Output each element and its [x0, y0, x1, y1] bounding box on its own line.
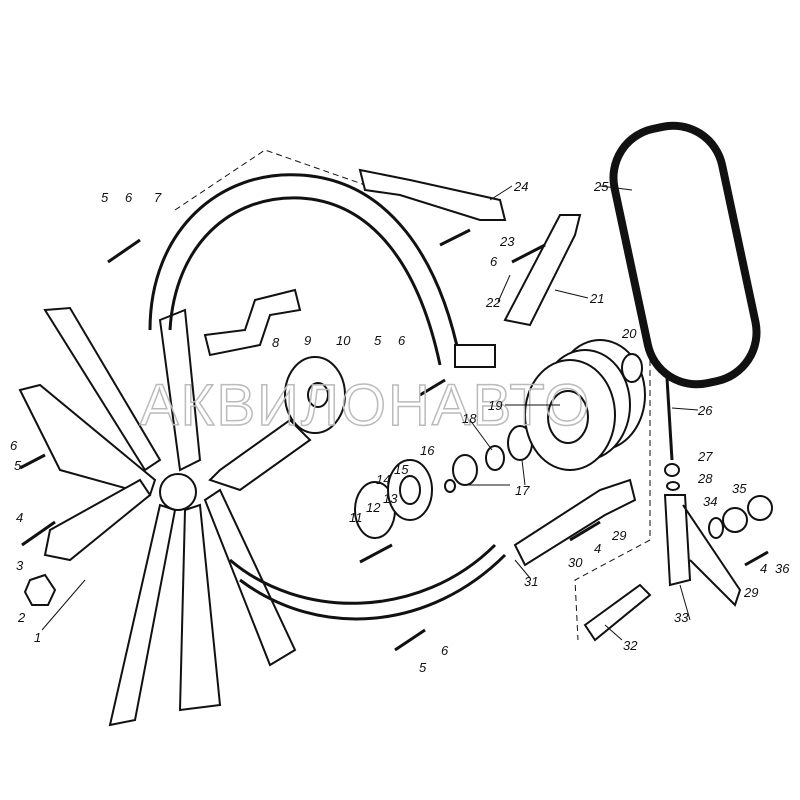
callout: 35: [732, 481, 747, 496]
callout: 6: [490, 254, 498, 269]
bolt: [394, 628, 426, 652]
fan-shroud-upper-inner: [168, 196, 442, 366]
callout: 26: [697, 403, 713, 418]
bolt: [359, 543, 393, 564]
callout: 10: [336, 333, 351, 348]
fan-assembly: [18, 306, 312, 727]
bracket-24: [358, 168, 507, 221]
callout: 11: [349, 510, 363, 525]
callout: 12: [366, 500, 381, 515]
callout: 18: [462, 411, 477, 426]
bolt-26: [665, 377, 674, 461]
bolt: [569, 520, 601, 542]
fan-shroud-upper: [148, 173, 462, 361]
nut-35a: [722, 507, 748, 533]
bearing-20: [621, 353, 643, 383]
callout: 6: [125, 190, 133, 205]
bolt: [744, 550, 769, 567]
callout: 21: [589, 291, 604, 306]
bolt: [511, 243, 546, 264]
bolt: [107, 238, 141, 264]
nut-2: [23, 573, 57, 606]
callout: 6: [10, 438, 18, 453]
stud-32: [583, 583, 652, 642]
ring-16: [444, 479, 456, 493]
callout: 23: [499, 234, 515, 249]
callout: 8: [272, 335, 280, 350]
callout: 4: [594, 541, 601, 556]
callout: 5: [419, 660, 427, 675]
assembly-dash-line: [574, 360, 651, 641]
callout: 29: [743, 585, 758, 600]
callout: 3: [16, 558, 24, 573]
callout: 4: [760, 561, 767, 576]
bolt: [419, 378, 446, 397]
callout: 19: [488, 398, 502, 413]
bolt: [19, 453, 46, 470]
bracket-21: [503, 214, 582, 327]
leader-lines: [41, 185, 699, 641]
callout: 14: [376, 472, 390, 487]
callout: 1: [34, 630, 41, 645]
callout: 6: [398, 333, 406, 348]
nut-27: [664, 463, 680, 477]
bolt: [21, 520, 56, 547]
callout: 6: [441, 643, 449, 658]
callout: 4: [16, 510, 23, 525]
callout: 5: [101, 190, 109, 205]
bracket-8: [203, 288, 302, 357]
callout: 2: [17, 610, 26, 625]
fan-shroud-lower-inner: [239, 553, 507, 621]
bolt: [439, 228, 471, 247]
callout: 32: [623, 638, 638, 653]
bearing-17a: [452, 454, 478, 486]
washer-34: [708, 517, 724, 539]
washer-28: [666, 481, 680, 491]
nut-35b: [747, 495, 773, 521]
callout: 17: [515, 483, 530, 498]
callout: 13: [383, 491, 398, 506]
callout: 34: [703, 494, 717, 509]
callout: 29: [611, 528, 626, 543]
callout: 16: [420, 443, 435, 458]
callout: 20: [621, 326, 637, 341]
callout: 31: [524, 574, 538, 589]
callout: 22: [485, 295, 501, 310]
callout: 5: [374, 333, 382, 348]
spacer-18: [485, 445, 505, 471]
callout: 36: [775, 561, 790, 576]
callout-labels: 1 2 3 4 5 6 5 6 7 8 9 10 5 6 11 12 13 14…: [10, 179, 790, 675]
callout: 30: [568, 555, 583, 570]
callout: 33: [674, 610, 689, 625]
fan-shroud-lower: [229, 543, 497, 605]
shroud-bracket: [454, 344, 496, 368]
callout: 27: [697, 449, 713, 464]
v-belt-25: [609, 121, 761, 389]
arm-33: [663, 494, 742, 607]
callout: 7: [154, 190, 162, 205]
callout: 5: [14, 458, 22, 473]
callout: 15: [394, 462, 409, 477]
callout: 28: [697, 471, 713, 486]
bracket-31: [513, 478, 637, 567]
callout: 9: [304, 333, 311, 348]
callout: 24: [513, 179, 528, 194]
fan-hub: [159, 473, 197, 511]
